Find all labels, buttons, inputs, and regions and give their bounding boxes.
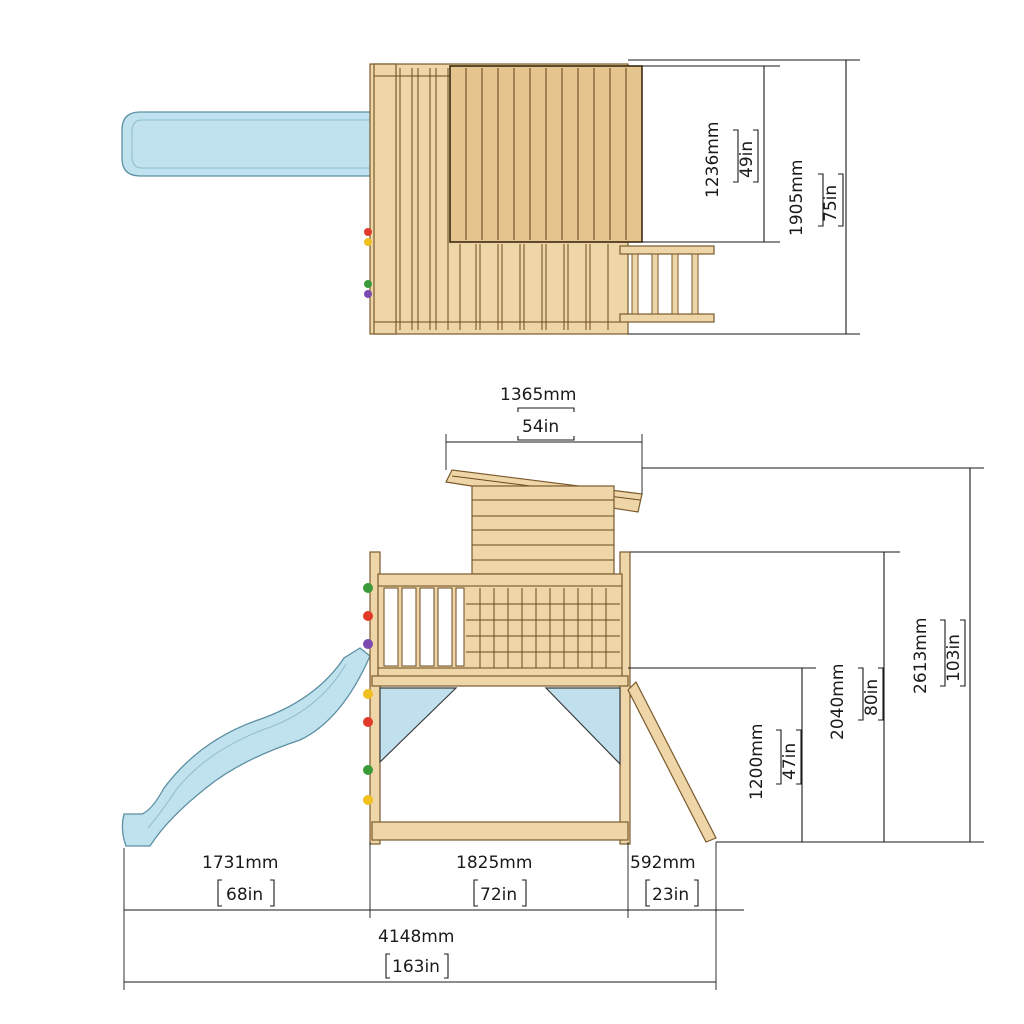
deck-beam — [371, 675, 629, 687]
dim-tower-width-in: 72in — [480, 885, 517, 905]
base-frame — [371, 821, 629, 841]
dim-wall-height-mm: 2040mm — [828, 664, 848, 740]
cabin-wall — [471, 485, 615, 575]
dim-roof-width-mm: 1365mm — [500, 385, 576, 405]
dim-overall-length-mm: 4148mm — [378, 927, 454, 947]
dim-overall-length-in: 163in — [392, 957, 440, 977]
brace-panels — [379, 687, 621, 766]
dim-platform-depth-in: 49in — [737, 141, 757, 178]
dim-overall-depth-in: 75in — [821, 185, 841, 222]
dim-platform-depth-mm: 1236mm — [703, 122, 723, 198]
climbing-holds-side-view — [363, 583, 373, 805]
slide-top-view — [121, 109, 395, 177]
slide-side-view — [121, 647, 371, 847]
climbing-holds-top-view — [364, 228, 372, 298]
dim-tower-width-mm: 1825mm — [456, 853, 532, 873]
ladder-side-view — [627, 680, 717, 843]
dim-roof-width-in: 54in — [522, 417, 559, 437]
side-view: 1365mm 54in 1200mm 47in 2040mm 80in 2613… — [121, 385, 984, 990]
dim-wall-height-in: 80in — [862, 679, 882, 716]
dim-deck-height-mm: 1200mm — [747, 724, 767, 800]
top-view: 1236mm 49in 1905mm 75in — [121, 59, 860, 335]
dim-ladder-length-in: 23in — [652, 885, 689, 905]
railing — [377, 573, 623, 683]
dim-slide-length-in: 68in — [226, 885, 263, 905]
dim-slide-length-mm: 1731mm — [202, 853, 278, 873]
roof-top-view — [449, 65, 643, 243]
dim-overall-depth-mm: 1905mm — [787, 160, 807, 236]
top-dimensions: 1236mm 49in 1905mm 75in — [628, 59, 860, 335]
side-dimensions: 1365mm 54in 1200mm 47in 2040mm 80in 2613… — [123, 385, 984, 990]
dim-total-height-mm: 2613mm — [911, 618, 931, 694]
dim-deck-height-in: 47in — [780, 743, 800, 780]
dim-total-height-in: 103in — [944, 634, 964, 682]
ladder-top-view — [619, 245, 715, 323]
dim-ladder-length-mm: 592mm — [630, 853, 696, 873]
